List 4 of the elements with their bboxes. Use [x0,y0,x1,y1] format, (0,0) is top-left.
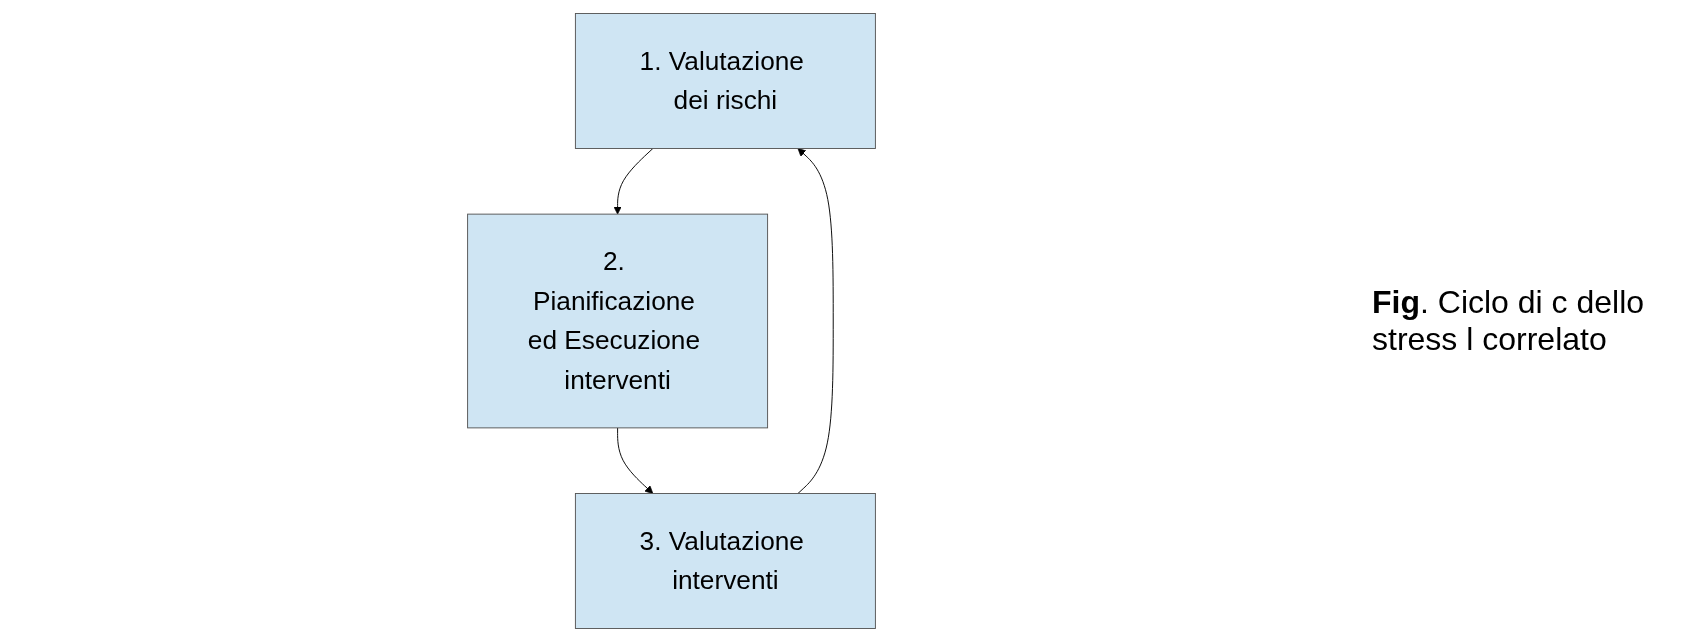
node-box: 2. Pianificazione ed Esecuzione interventi [466,213,768,428]
node-box: 3. Valutazione interventi [574,492,876,629]
node-box: 1. Valutazione dei rischi [574,12,876,149]
caption: Fig. Ciclo di c dello stress l correlato [1372,283,1646,358]
